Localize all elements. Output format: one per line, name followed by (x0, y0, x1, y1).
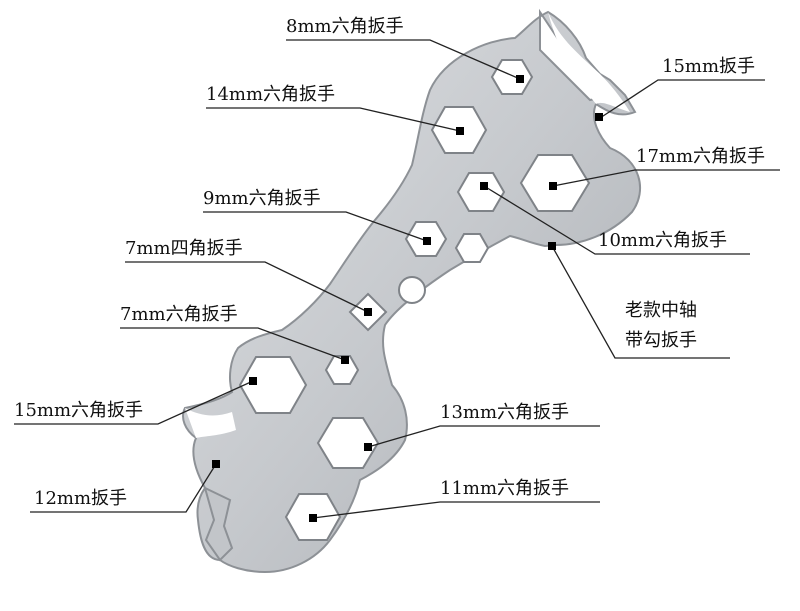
label-open12: 12mm扳手 (34, 488, 128, 509)
label-open15: 15mm扳手 (662, 56, 756, 77)
markers (212, 75, 603, 522)
marker-open15 (595, 113, 603, 121)
hole-15mm (238, 356, 308, 414)
label-hex14: 14mm六角扳手 (206, 84, 336, 105)
leader-open12 (30, 463, 217, 513)
marker-hex7 (341, 356, 349, 364)
label-hook-line1: 老款中轴 (625, 300, 697, 321)
leader-hex11 (312, 501, 600, 519)
hole-9mm-b (454, 233, 490, 263)
leader-hex14 (206, 107, 461, 132)
hole-8mm (490, 59, 534, 95)
marker-hex11 (309, 514, 317, 522)
label-hex15: 15mm六角扳手 (14, 400, 144, 421)
leader-lines (14, 39, 780, 519)
leader-hex7 (120, 327, 346, 361)
label-hex8: 8mm六角扳手 (286, 16, 404, 37)
marker-hex10 (480, 182, 488, 190)
marker-sq7 (364, 308, 372, 316)
hole-13mm (316, 417, 380, 469)
label-sq7: 7mm四角扳手 (125, 238, 243, 259)
marker-hex13 (364, 443, 372, 451)
leader-hex13 (367, 425, 600, 448)
label-hex7: 7mm六角扳手 (120, 304, 238, 325)
open-end-12-cut (185, 408, 236, 438)
marker-hex17 (549, 182, 557, 190)
leader-hex15 (14, 380, 254, 425)
leader-open15 (599, 79, 765, 119)
label-hex17: 17mm六角扳手 (636, 146, 766, 167)
leader-hex8 (286, 39, 521, 80)
label-hook-line2: 带勾扳手 (625, 330, 697, 351)
wrench-tab (203, 486, 234, 562)
leader-hex9 (203, 211, 428, 242)
leader-hex10 (483, 185, 750, 255)
marker-hex9 (423, 237, 431, 245)
wrench-holes (238, 59, 591, 541)
label-hex13: 13mm六角扳手 (440, 402, 570, 423)
marker-hook (548, 242, 556, 250)
label-hex11: 11mm六角扳手 (440, 478, 570, 499)
leader-hook (551, 245, 730, 359)
hole-round (398, 276, 426, 304)
marker-hex14 (456, 127, 464, 135)
leader-hex17 (552, 169, 780, 187)
hole-7mm (324, 355, 360, 385)
leader-sq7 (125, 261, 369, 313)
marker-hex8 (516, 75, 524, 83)
hole-10mm (456, 172, 506, 212)
label-hex10: 10mm六角扳手 (598, 230, 728, 251)
label-hex9: 9mm六角扳手 (203, 188, 321, 209)
open-end-15-cut (548, 12, 630, 112)
marker-open12 (212, 460, 220, 468)
marker-hex15 (249, 377, 257, 385)
